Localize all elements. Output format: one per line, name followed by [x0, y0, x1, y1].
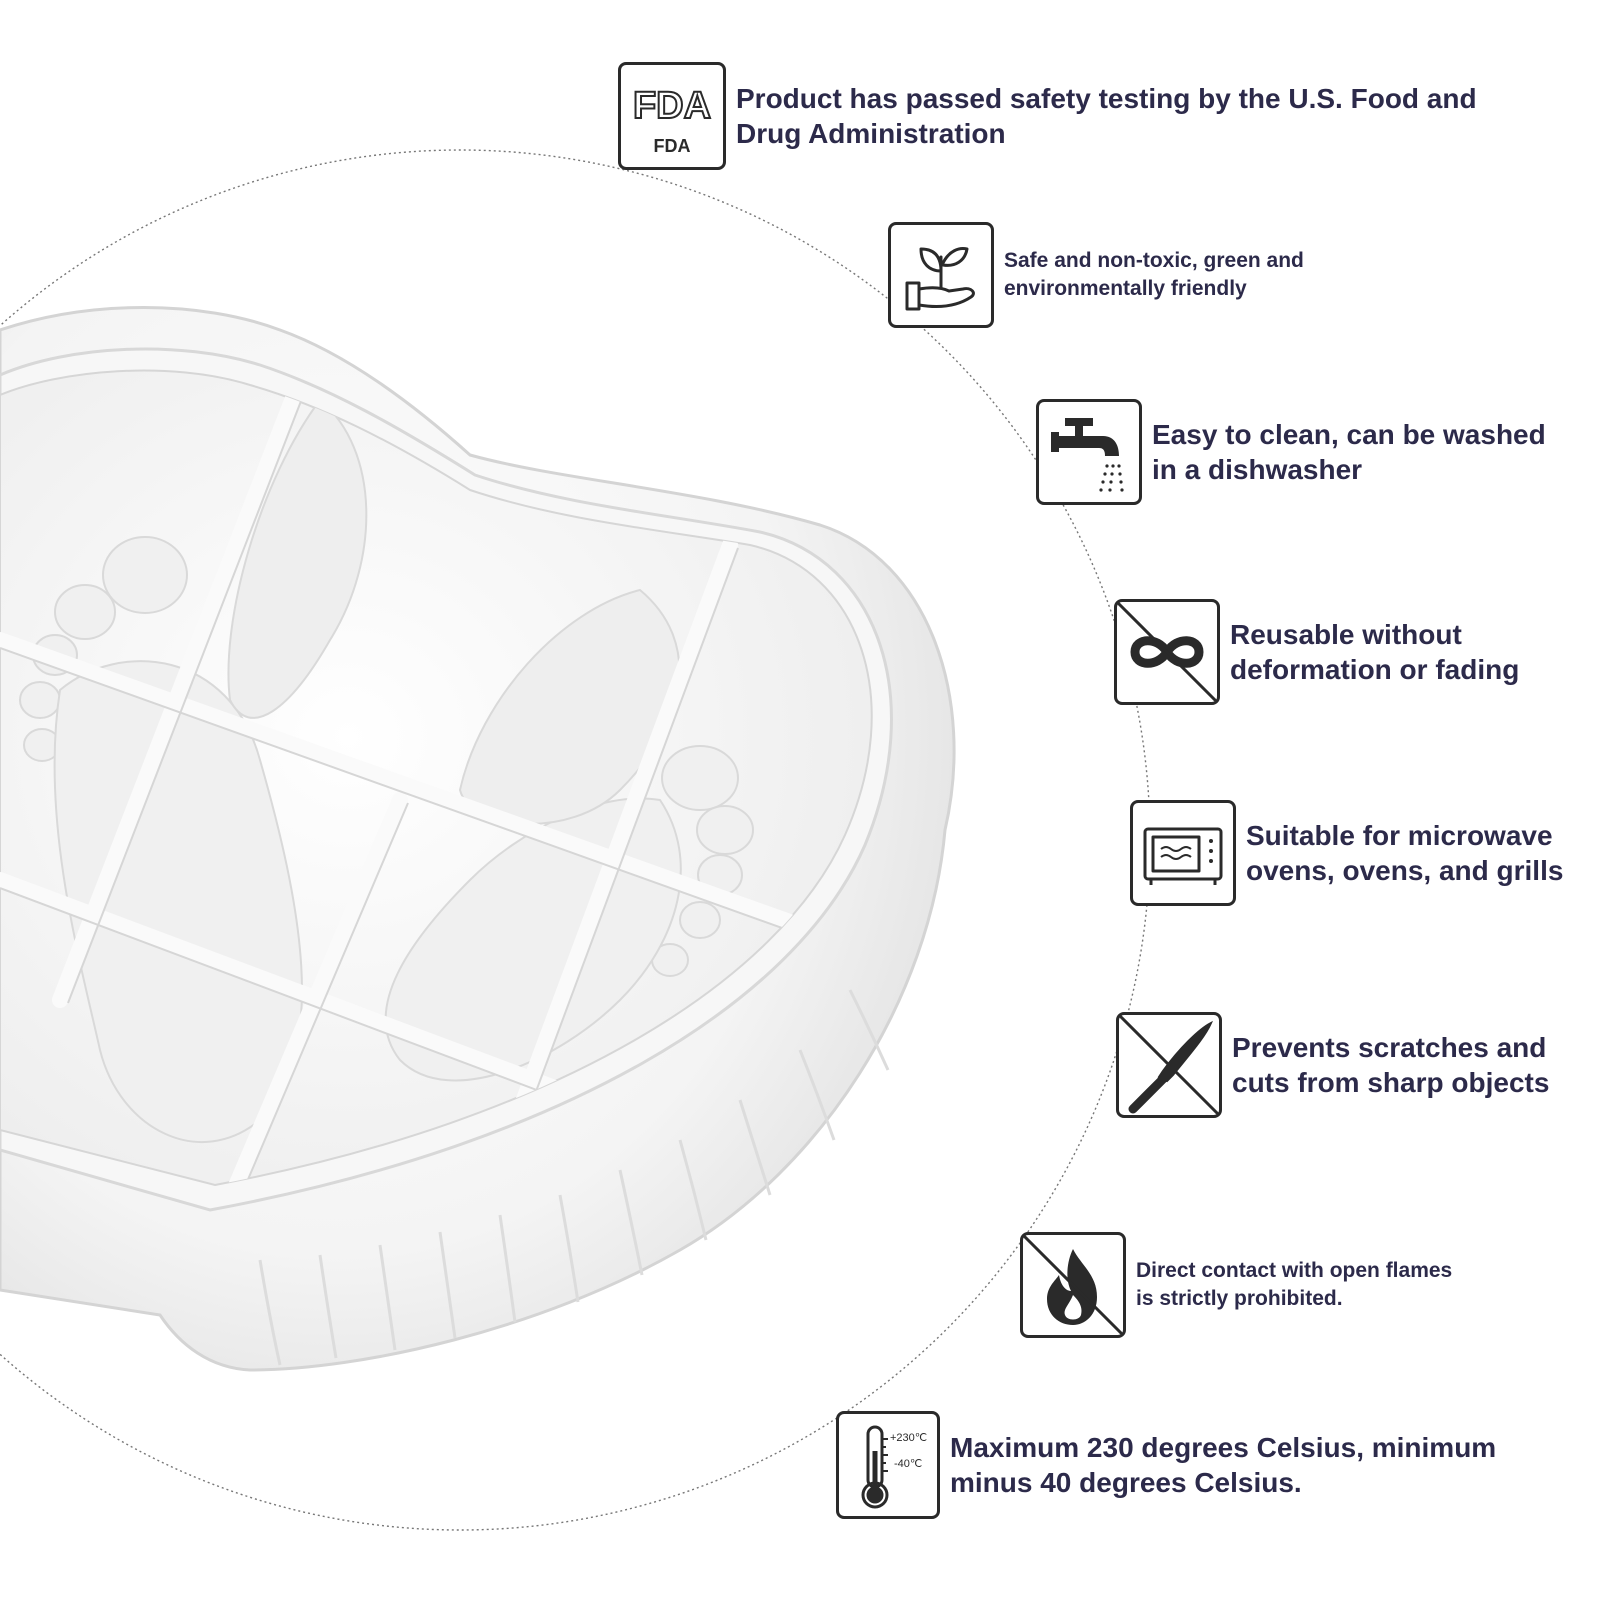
eco-plant-hand-icon [888, 222, 994, 328]
feature-scratch-resistant: Prevents scratches and cuts from sharp o… [1116, 1012, 1582, 1118]
feature-easy-clean: Easy to clean, can be washed in a dishwa… [1036, 399, 1572, 505]
knife-crossed-icon [1116, 1012, 1222, 1118]
svg-text:-40℃: -40℃ [894, 1458, 922, 1470]
feature-text: Safe and non-toxic, green and environmen… [1004, 248, 1304, 300]
feature-text: Product has passed safety testing by the… [736, 83, 1477, 149]
svg-text:FDA: FDA [654, 136, 691, 156]
feature-text: Reusable without deformation or fading [1230, 619, 1520, 685]
thermometer-icon: +230℃ -40℃ [836, 1411, 940, 1519]
no-open-flame-icon [1020, 1232, 1126, 1338]
faucet-water-icon [1036, 399, 1142, 505]
fda-certification-icon: FDA FDA [618, 62, 726, 170]
feature-text: Maximum 230 degrees Celsius, minimum min… [950, 1432, 1497, 1498]
svg-text:+230℃: +230℃ [890, 1432, 927, 1444]
feature-text: Easy to clean, can be washed in a dishwa… [1152, 419, 1546, 485]
feature-fda: FDA FDA Product has passed safety testin… [618, 62, 1536, 170]
feature-text: Prevents scratches and cuts from sharp o… [1232, 1032, 1550, 1098]
feature-eco: Safe and non-toxic, green and environmen… [888, 222, 1334, 328]
svg-text:FDA: FDA [633, 85, 711, 127]
feature-no-flame: Direct contact with open flames is stric… [1020, 1232, 1456, 1338]
feature-reusable: Reusable without deformation or fading [1114, 599, 1580, 705]
feature-temperature: +230℃ -40℃ Maximum 230 degrees Celsius, … [836, 1411, 1550, 1519]
feature-text: Suitable for microwave ovens, ovens, and… [1246, 820, 1564, 886]
feature-microwave: Suitable for microwave ovens, ovens, and… [1130, 800, 1596, 906]
no-deformation-infinity-icon [1114, 599, 1220, 705]
feature-text: Direct contact with open flames is stric… [1136, 1258, 1453, 1310]
microwave-oven-icon [1130, 800, 1236, 906]
